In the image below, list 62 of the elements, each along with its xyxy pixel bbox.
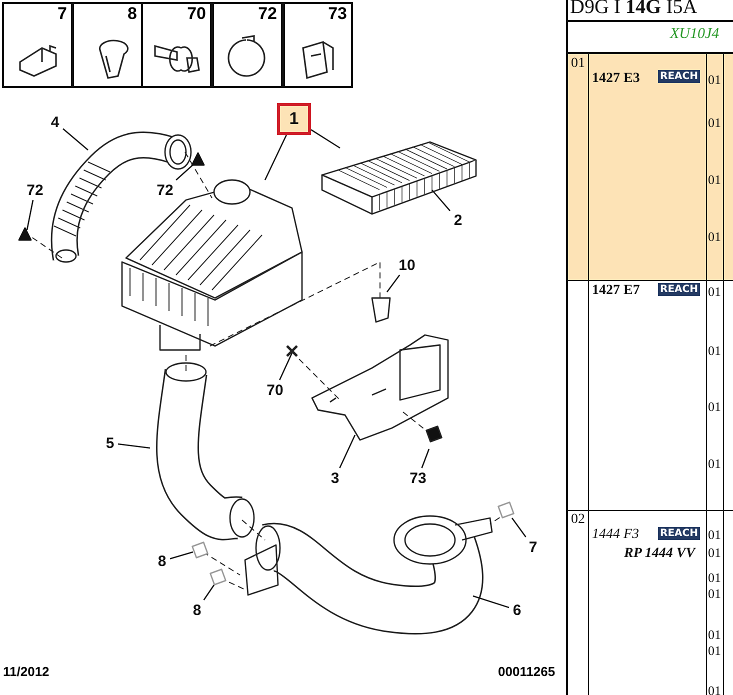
table-cell: 01 <box>708 172 721 188</box>
table-cell: 01 <box>708 343 721 359</box>
leader-line <box>421 448 430 468</box>
callout-number: 8 <box>189 600 205 620</box>
table-cell: 01 <box>708 284 721 300</box>
table-cell: 01 <box>708 545 721 561</box>
leader-line <box>386 274 400 292</box>
callout-number: 10 <box>395 255 419 275</box>
table-cell: 01 <box>708 399 721 415</box>
footer-text: 00011265 <box>498 664 556 679</box>
leader-line <box>170 551 194 560</box>
table-cell: 1444 F3 <box>592 527 640 543</box>
table-cell: 01 <box>571 56 585 72</box>
table-cell: 01 <box>708 527 721 543</box>
compliance-badge: REACH <box>658 70 700 83</box>
leader-line <box>176 162 196 180</box>
leader-line <box>472 595 510 608</box>
callout-number: 72 <box>23 180 47 200</box>
table-cell: 1427 E3 <box>592 71 640 87</box>
callout-number: 70 <box>263 380 287 400</box>
callout-number: 6 <box>509 600 525 620</box>
callout-number: 72 <box>258 4 277 24</box>
callout-number: 8 <box>154 551 170 571</box>
table-cell: 02 <box>571 512 585 528</box>
compliance-badge: REACH <box>658 283 700 296</box>
leader-line <box>118 443 150 449</box>
callout-number: 7 <box>58 4 67 24</box>
leader-line <box>203 584 215 600</box>
leader-line <box>310 129 340 149</box>
callout-number: 5 <box>102 433 118 453</box>
leader-line <box>26 200 34 230</box>
table-header: XU10J4 <box>670 26 720 43</box>
leader-line <box>339 434 356 468</box>
callout-number: 72 <box>153 180 177 200</box>
callout-number: 2 <box>450 210 466 230</box>
callout-number: 4 <box>47 112 63 132</box>
callout-number: 3 <box>327 468 343 488</box>
table-cell: 1427 E7 <box>592 283 640 299</box>
table-header: D9G I 14G I5A <box>570 0 698 19</box>
leader-line <box>264 134 287 180</box>
callout-number: 7 <box>525 537 541 557</box>
table-cell: 01 <box>708 229 721 245</box>
leader-line <box>62 128 88 150</box>
leader-line <box>511 518 526 538</box>
callout-number: 73 <box>406 468 430 488</box>
table-cell: 01 <box>708 643 721 659</box>
table-cell: 01 <box>708 683 721 695</box>
callout-number: 73 <box>328 4 347 24</box>
compliance-badge: REACH <box>658 527 700 540</box>
table-cell: 01 <box>708 570 721 586</box>
table-cell: 01 <box>708 72 721 88</box>
table-cell: 01 <box>708 627 721 643</box>
table-cell: RP 1444 VV <box>624 546 696 562</box>
table-cell: 01 <box>708 115 721 131</box>
table-cell: 01 <box>708 456 721 472</box>
highlighted-callout-number: 1 <box>277 103 311 135</box>
table-cell: 01 <box>708 586 721 602</box>
leader-line <box>279 352 293 380</box>
footer-text: 11/2012 <box>3 664 50 679</box>
leader-line <box>432 190 450 212</box>
callout-number: 70 <box>187 4 206 24</box>
callout-number: 8 <box>128 4 137 24</box>
